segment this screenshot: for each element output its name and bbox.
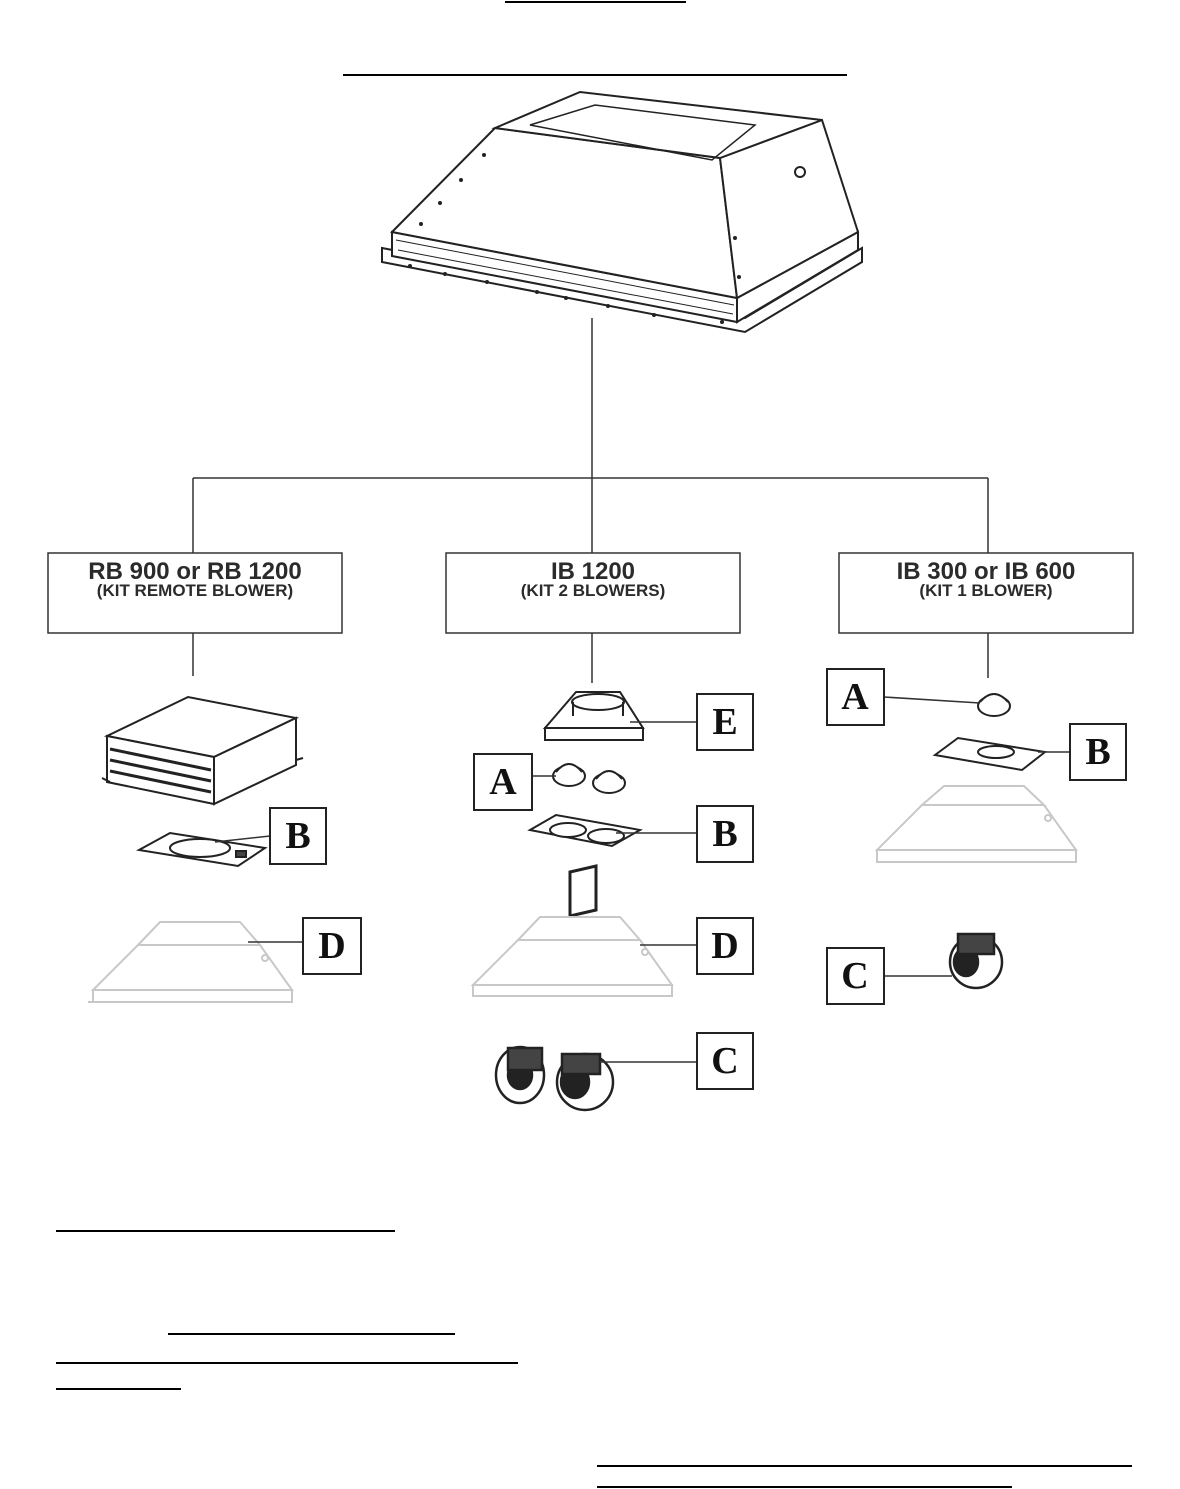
svg-text:D: D [318,925,345,967]
remote-hood-ghost-drawing [88,921,294,1003]
kit-subtitle-one-blower: (KIT 1 BLOWER) [919,581,1052,600]
one-blower-drawing [948,932,1004,990]
kit-box-one-blower: IB 300 or IB 600 (KIT 1 BLOWER) [838,552,1134,634]
remote-blower-box-drawing [101,695,304,806]
callout-two-c: C [696,1032,754,1090]
transition-drawing [542,691,645,741]
callout-remote-d: D [302,917,362,975]
header-rules [343,1,847,76]
kit-subtitle-two-blowers: (KIT 2 BLOWERS) [521,581,666,600]
callout-two-e: E [696,693,754,751]
callout-two-d: D [696,917,754,975]
svg-text:B: B [285,815,310,857]
svg-text:B: B [1085,731,1110,773]
svg-text:C: C [841,955,868,997]
kit-box-remote: RB 900 or RB 1200 (KIT REMOTE BLOWER) [47,552,343,634]
filter-panel-drawing [568,864,598,918]
svg-text:B: B [712,813,737,855]
svg-text:A: A [841,676,869,718]
kit-title-two-blowers: IB 1200 [551,558,635,585]
one-hole-plate-drawing [932,736,1048,772]
callout-two-b: B [696,805,754,863]
svg-text:E: E [712,701,737,743]
one-damper-drawing [977,693,1011,717]
two-dampers-drawing [552,763,626,794]
two-hole-plate-drawing [527,813,643,848]
svg-text:C: C [711,1040,738,1082]
connector-lines [192,318,989,683]
main-hood-drawing [381,90,863,334]
footer-rules [56,1230,1132,1488]
callout-one-c: C [826,947,885,1005]
callout-remote-b: B [269,807,327,865]
callout-one-a: A [826,668,885,726]
two-blower-hood-ghost-drawing [470,916,674,997]
kit-box-two-blowers: IB 1200 (KIT 2 BLOWERS) [445,552,741,634]
svg-text:D: D [711,925,738,967]
kit-title-remote: RB 900 or RB 1200 [88,558,301,585]
remote-plate-drawing [135,831,268,868]
callout-two-a: A [473,753,533,811]
callout-one-b: B [1069,723,1127,781]
kit-subtitle-remote: (KIT REMOTE BLOWER) [97,581,293,600]
svg-text:A: A [489,761,517,803]
two-blowers-drawing [494,1045,615,1112]
callout-leaders [214,696,1070,1063]
one-blower-hood-ghost-drawing [874,785,1078,863]
kit-title-one-blower: IB 300 or IB 600 [897,558,1076,585]
